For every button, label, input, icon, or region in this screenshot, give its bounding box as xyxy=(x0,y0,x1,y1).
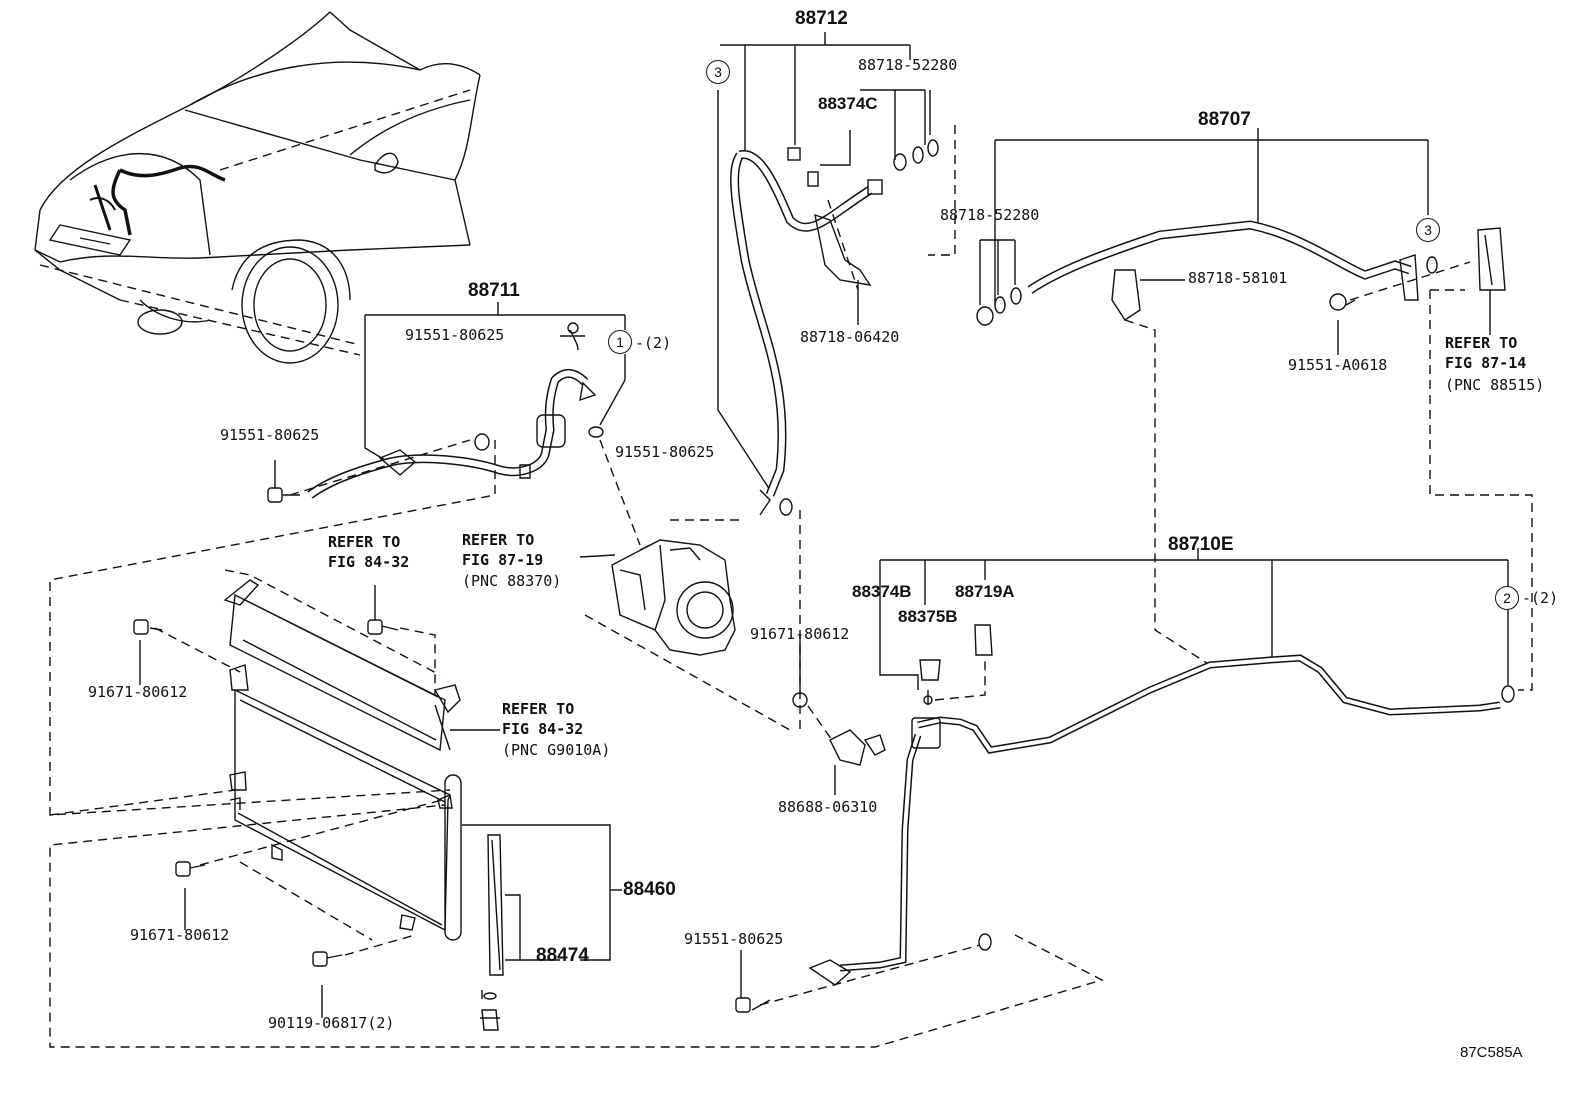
label-88688-06310: 88688-06310 xyxy=(778,798,878,816)
hose-88712 xyxy=(717,32,939,516)
label-88711: 88711 xyxy=(468,280,520,301)
refer-87-14-line3: (PNC 88515) xyxy=(1445,376,1545,394)
hose-88707 xyxy=(976,128,1506,355)
callout-2-qty: -(2) xyxy=(1522,589,1559,607)
refer-84-32-side-line3: (PNC G9010A) xyxy=(502,741,611,759)
label-91671-80612-c: 91671-80612 xyxy=(130,926,230,944)
label-88375B: 88375B xyxy=(898,607,958,626)
label-88460: 88460 xyxy=(623,879,676,900)
label-91551-80625-a: 91551-80625 xyxy=(405,326,505,344)
pipe-88710E xyxy=(735,548,1515,1013)
label-88374B: 88374B xyxy=(852,582,912,601)
label-91551-A0618: 91551-A0618 xyxy=(1288,356,1388,374)
hose-88711-dashes xyxy=(49,439,641,816)
refer-84-32-side-line2: FIG 84-32 xyxy=(502,720,584,738)
hose-88712-dashes xyxy=(670,125,956,735)
label-88718-52280-top: 88718-52280 xyxy=(858,56,958,74)
compressor-dashes xyxy=(584,614,791,731)
refer-84-32-top-line1: REFER TO xyxy=(328,533,401,551)
label-88712: 88712 xyxy=(795,8,848,29)
condenser-dashes xyxy=(49,569,483,1005)
label-88718-06420: 88718-06420 xyxy=(800,328,900,346)
label-88707: 88707 xyxy=(1198,109,1251,130)
bracket-dashes xyxy=(807,705,833,741)
label-91551-80625-d: 91551-80625 xyxy=(684,930,784,948)
callout-1: 1 xyxy=(608,330,632,354)
label-88718-58101: 88718-58101 xyxy=(1188,269,1288,287)
hose-88711 xyxy=(267,302,626,503)
label-91671-80612-a: 91671-80612 xyxy=(750,625,850,643)
refer-84-32-top-line2: FIG 84-32 xyxy=(328,553,410,571)
callout-2: 2 xyxy=(1495,586,1519,610)
refer-87-19-line3: (PNC 88370) xyxy=(462,572,562,590)
pipe-88710E-dashes xyxy=(49,660,1104,1048)
label-88474: 88474 xyxy=(536,945,589,966)
refer-84-32-side-line1: REFER TO xyxy=(502,700,575,718)
label-88719A: 88719A xyxy=(955,582,1015,601)
callout-3-right: 3 xyxy=(1416,218,1440,242)
compressor xyxy=(579,539,736,656)
label-91671-80612-b: 91671-80612 xyxy=(88,683,188,701)
vehicle-leader-lines xyxy=(39,89,471,356)
bracket-88688 xyxy=(792,635,886,795)
callout-1-qty: -(2) xyxy=(635,334,672,352)
vehicle-sketch xyxy=(34,11,481,364)
label-90119-06817: 90119-06817(2) xyxy=(268,1014,395,1032)
refer-87-19-line2: FIG 87-19 xyxy=(462,551,544,569)
label-91551-80625-b: 91551-80625 xyxy=(220,426,320,444)
hose-88707-dashes xyxy=(1124,261,1533,691)
refer-87-19-line1: REFER TO xyxy=(462,531,535,549)
callout-3-left: 3 xyxy=(706,60,730,84)
label-88374C: 88374C xyxy=(818,94,878,113)
refer-87-14-line1: REFER TO xyxy=(1445,334,1518,352)
label-88710E: 88710E xyxy=(1168,534,1234,555)
label-88718-52280-right: 88718-52280 xyxy=(940,206,1040,224)
refer-87-14-line2: FIG 87-14 xyxy=(1445,354,1527,372)
figure-code: 87C585A xyxy=(1460,1044,1523,1061)
label-91551-80625-c: 91551-80625 xyxy=(615,443,715,461)
condenser xyxy=(133,579,622,1031)
